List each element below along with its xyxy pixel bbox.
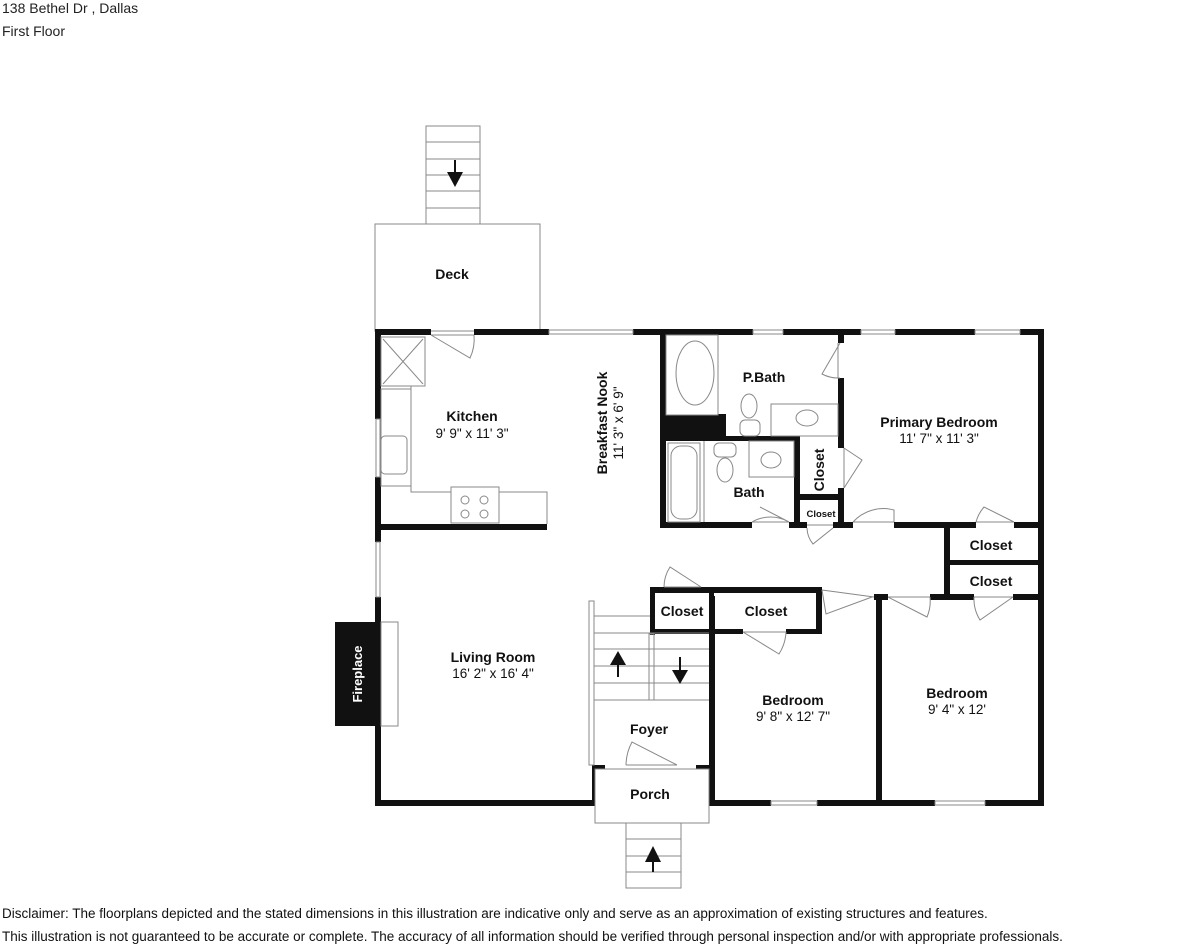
interior-stairs	[588, 600, 709, 766]
foyer-label: Foyer	[630, 721, 669, 737]
disclaimer-line-2: This illustration is not guaranteed to b…	[2, 929, 1063, 944]
kitchen-fixtures	[380, 336, 548, 524]
closet-bedroom-label: Closet	[745, 603, 788, 619]
arrow-up-icon	[645, 846, 661, 872]
bedroom-walls	[592, 587, 882, 806]
kitchen-wall	[375, 524, 547, 530]
closet-small-label: Closet	[806, 509, 836, 520]
deck-area	[374, 223, 541, 332]
porch-area	[594, 768, 710, 824]
kitchen-label: Kitchen	[446, 408, 497, 424]
living-room-label: Living Room	[451, 649, 536, 665]
kitchen-dims: 9' 9" x 11' 3"	[435, 426, 508, 441]
bath-doors[interactable]	[751, 342, 1015, 545]
kitchen-back-door[interactable]	[430, 334, 475, 359]
bedroom-1-dims: 9' 8" x 12' 7"	[756, 709, 830, 724]
p-bath-label: P.Bath	[743, 369, 786, 385]
arrow-down-icon	[447, 160, 463, 187]
arrow-down-icon	[672, 657, 688, 684]
deck-label: Deck	[435, 266, 469, 282]
disclaimer-line-1: Disclaimer: The floorplans depicted and …	[2, 906, 988, 921]
bedroom-doors[interactable]	[625, 566, 1014, 766]
bedroom-1-label: Bedroom	[762, 692, 823, 708]
address-title: 138 Bethel Dr , Dallas	[2, 0, 139, 16]
closet-primary-label: Closet	[811, 448, 827, 491]
bath-fixtures	[665, 334, 839, 523]
fireplace-label: Fireplace	[350, 645, 365, 702]
bedroom-2-label: Bedroom	[926, 685, 987, 701]
bath-walls	[660, 329, 1044, 528]
living-room-dims: 16' 2" x 16' 4"	[452, 666, 534, 681]
bedroom-2-dims: 9' 4" x 12'	[928, 702, 986, 717]
hearth	[380, 621, 399, 727]
porch-label: Porch	[630, 786, 670, 802]
closet-foyer-label: Closet	[661, 603, 704, 619]
primary-bedroom-label: Primary Bedroom	[880, 414, 997, 430]
hall-closet-walls	[874, 528, 1044, 600]
primary-bedroom-dims: 11' 7" x 11' 3"	[899, 431, 979, 446]
closet-hall-1-label: Closet	[970, 537, 1013, 553]
windows	[375, 329, 1021, 806]
breakfast-nook-dims: 11' 3" x 6' 9"	[611, 386, 626, 459]
breakfast-nook-label: Breakfast Nook	[594, 371, 610, 474]
deck-stairs	[425, 125, 481, 225]
bath-label: Bath	[733, 484, 764, 500]
floor-label: First Floor	[2, 23, 65, 39]
arrow-up-icon	[610, 651, 626, 677]
fireplace	[335, 622, 377, 726]
closet-hall-2-label: Closet	[970, 573, 1013, 589]
